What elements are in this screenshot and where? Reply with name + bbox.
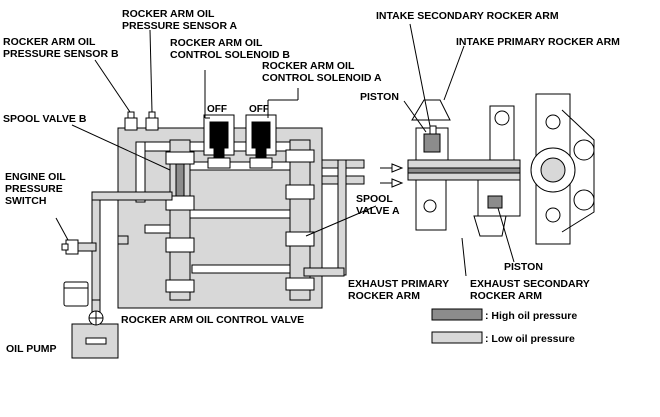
- spool-valve-b-label: SPOOL VALVE B: [3, 113, 87, 125]
- legend-low-swatch: [431, 331, 483, 344]
- engine-oil-switch-label: ENGINE OIL: [5, 171, 66, 183]
- exhaust-primary-label: EXHAUST PRIMARY: [348, 278, 449, 290]
- solenoid-b-label-2: CONTROL SOLENOID B: [170, 49, 290, 61]
- spool-valve-a-label-2: VALVE A: [356, 205, 400, 217]
- engine-oil-switch-label-2: PRESSURE: [5, 183, 63, 195]
- oil-pump: [71, 310, 119, 359]
- exhaust-secondary-label-2: ROCKER ARM: [470, 290, 542, 302]
- legend: : High oil pressure : Low oil pressure: [431, 308, 577, 345]
- pressure-sensor-b: [124, 111, 138, 131]
- intake-primary-label: INTAKE PRIMARY ROCKER ARM: [456, 36, 620, 48]
- leader-lines: [55, 23, 515, 277]
- solenoid-b: [203, 114, 235, 169]
- exhaust-primary-label-2: ROCKER ARM: [348, 290, 420, 302]
- piston-top-label: PISTON: [360, 91, 399, 103]
- legend-high-swatch: [431, 308, 483, 321]
- feed-pipes: [75, 191, 173, 319]
- solenoid-a-label: ROCKER ARM OIL: [262, 60, 355, 72]
- solenoid-b-state: OFF: [207, 104, 227, 115]
- spool-valve-a-label: SPOOL: [356, 193, 393, 205]
- solenoid-a-label-2: CONTROL SOLENOID A: [262, 72, 382, 84]
- oil-pump-label: OIL PUMP: [6, 343, 57, 355]
- legend-high-label: : High oil pressure: [485, 310, 577, 322]
- pressure-sensor-a: [145, 111, 159, 131]
- solenoid-b-label: ROCKER ARM OIL: [170, 37, 263, 49]
- sensor-a-label: ROCKER ARM OIL: [122, 8, 215, 20]
- sensor-a-label-2: PRESSURE SENSOR A: [122, 20, 238, 32]
- spool-valve-a: [285, 139, 315, 301]
- piston-bottom-label: PISTON: [504, 261, 543, 273]
- spool-valve-b: [165, 139, 195, 301]
- engine-oil-switch-label-3: SWITCH: [5, 195, 46, 207]
- engine-oil-pressure-switch: [61, 239, 79, 255]
- control-valve-label: ROCKER ARM OIL CONTROL VALVE: [121, 314, 304, 326]
- intake-secondary-label: INTAKE SECONDARY ROCKER ARM: [376, 10, 559, 22]
- legend-low-label: : Low oil pressure: [485, 333, 575, 345]
- exhaust-secondary-label: EXHAUST SECONDARY: [470, 278, 590, 290]
- rocker-arm-assembly: [407, 93, 595, 245]
- outlet-pipes: [303, 159, 404, 277]
- solenoid-a-state: OFF: [249, 104, 269, 115]
- solenoid-a: [245, 114, 277, 169]
- sensor-b-label-2: PRESSURE SENSOR B: [3, 48, 119, 60]
- oil-filter: [63, 281, 89, 307]
- sensor-b-label: ROCKER ARM OIL: [3, 36, 96, 48]
